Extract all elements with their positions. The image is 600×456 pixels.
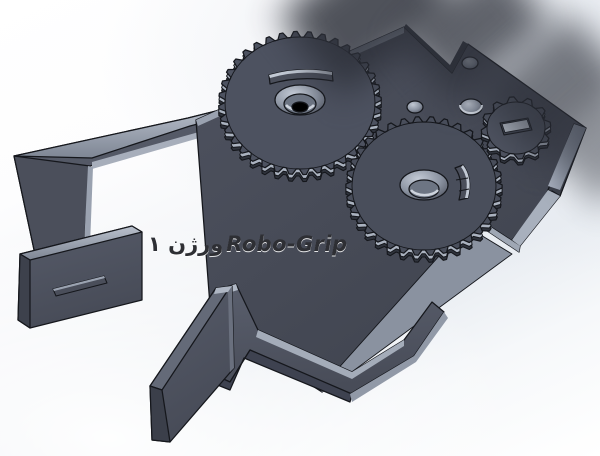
mounting-hole-mid (406, 100, 424, 114)
pivot-boss-lower (399, 169, 449, 201)
upper-gripper-jaw (17, 225, 143, 329)
pivot-boss-upper (274, 84, 326, 116)
mounting-hole-top (461, 56, 479, 70)
lower-gripper-jaw (149, 285, 235, 443)
